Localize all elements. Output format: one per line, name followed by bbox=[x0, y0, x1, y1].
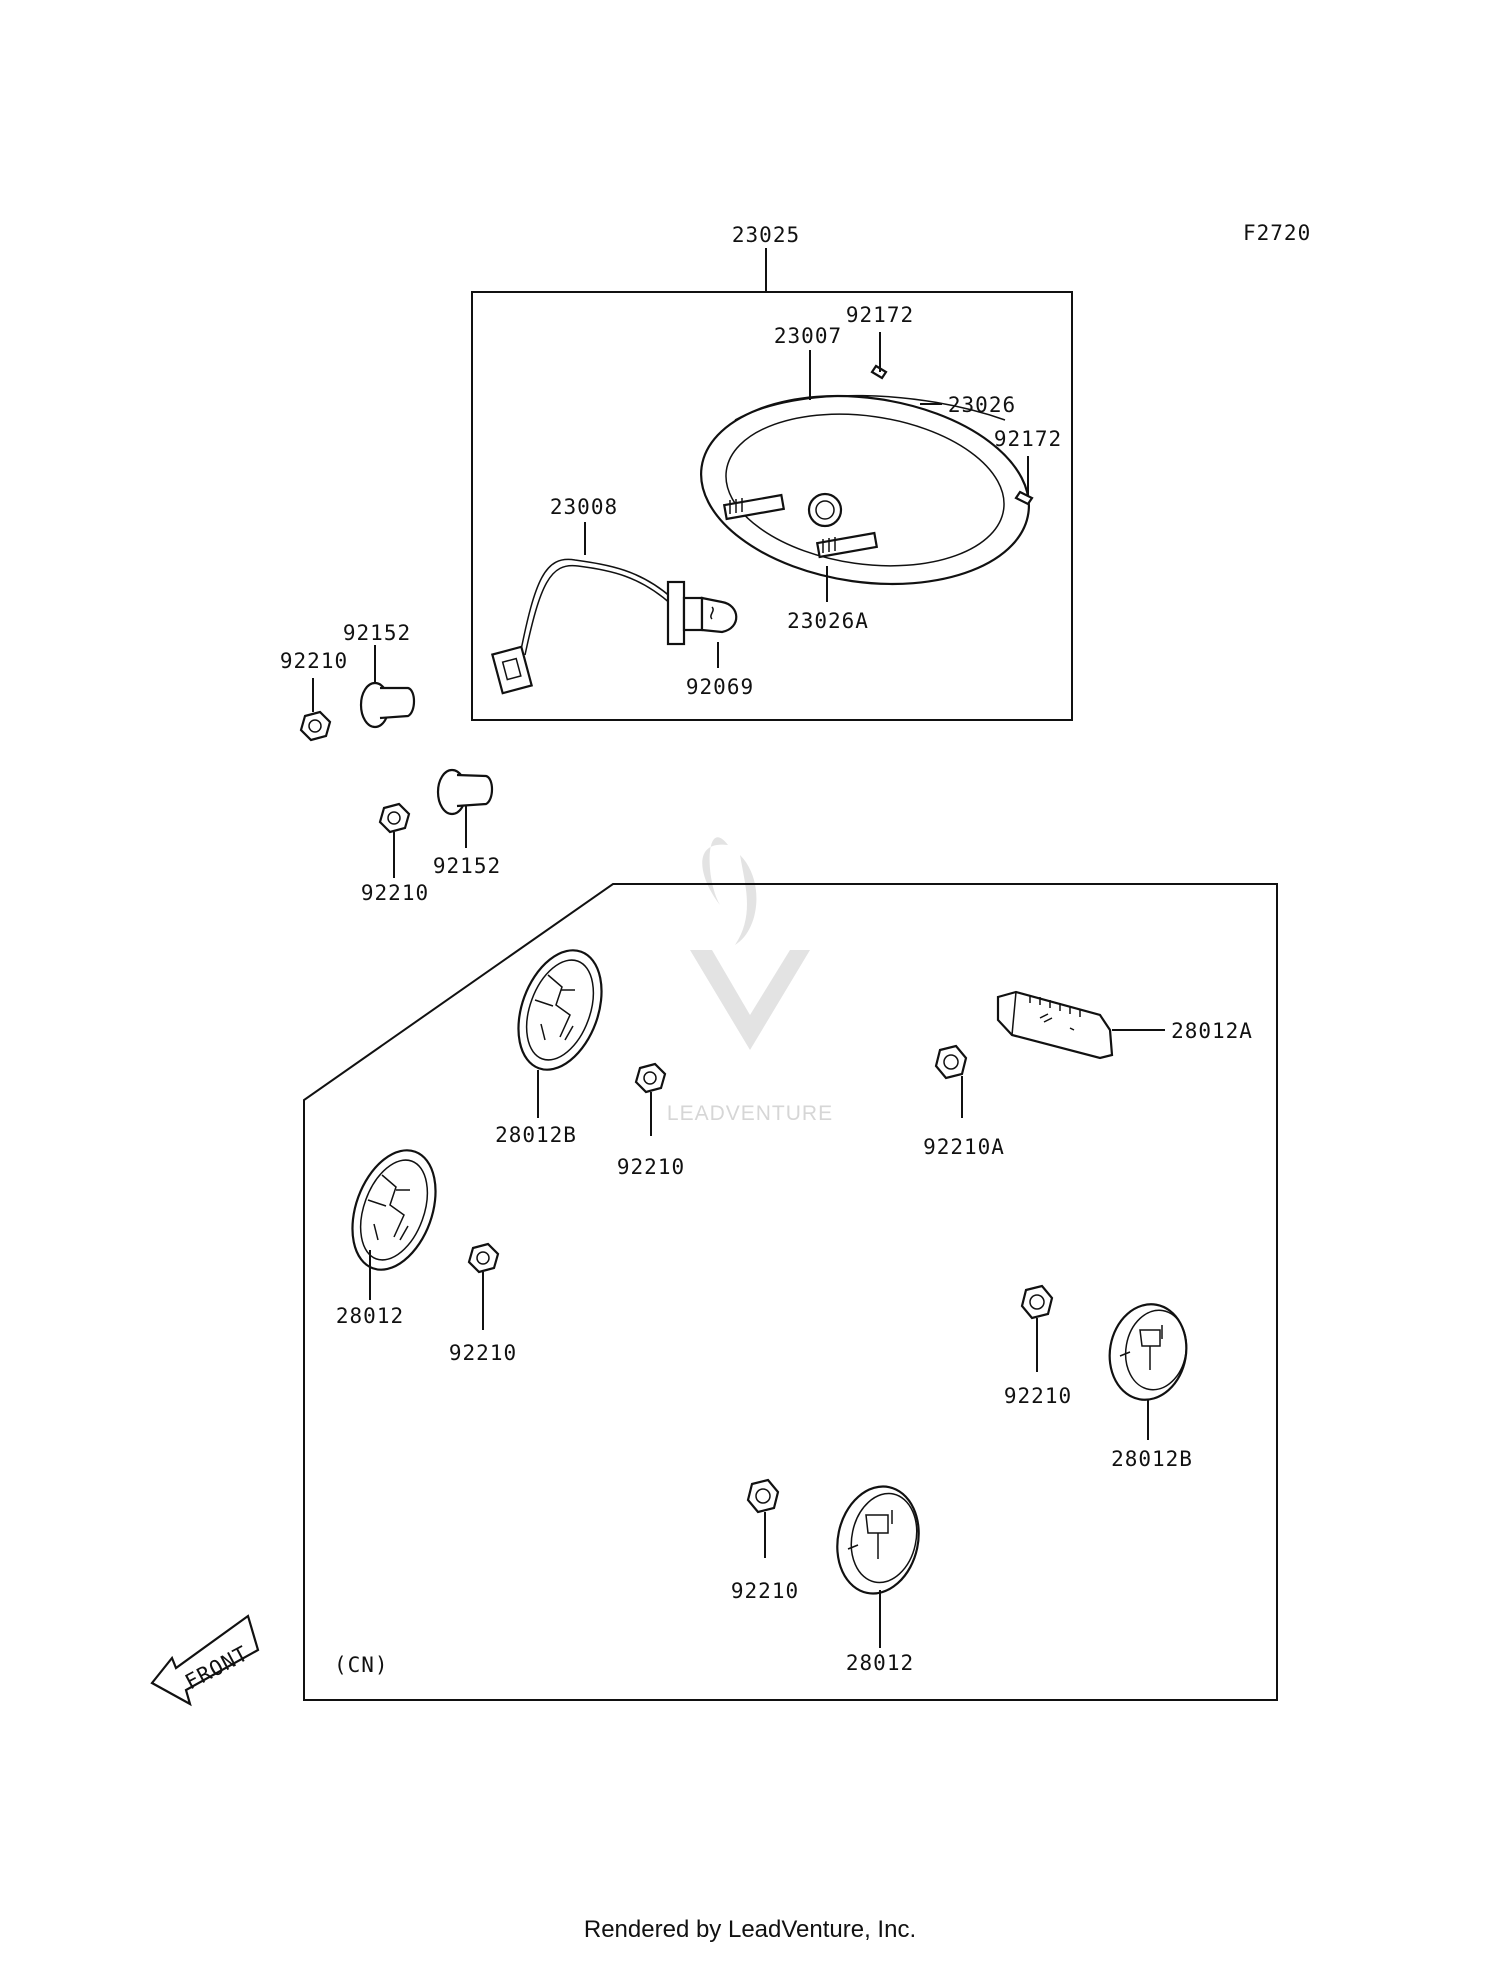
part-label-92210A[interactable]: 92210A bbox=[923, 1135, 1005, 1159]
part-label-23026[interactable]: 23026 bbox=[948, 393, 1016, 417]
part-label-92152-upper[interactable]: 92152 bbox=[343, 621, 411, 645]
part-label-92210-cn-3[interactable]: 92210 bbox=[1004, 1384, 1072, 1408]
harness-23008[interactable] bbox=[490, 558, 673, 695]
part-label-28012-left[interactable]: 28012 bbox=[336, 1304, 404, 1328]
nut-92210-cn-2[interactable] bbox=[467, 1242, 500, 1330]
part-label-92152-lower[interactable]: 92152 bbox=[433, 854, 501, 878]
nut-92210-upper[interactable] bbox=[299, 678, 332, 742]
lamp-28012-left[interactable] bbox=[337, 1139, 451, 1300]
part-label-92210-cn-2[interactable]: 92210 bbox=[449, 1341, 517, 1365]
front-arrow-icon: FRONT bbox=[150, 1614, 260, 1707]
headlight-housing[interactable] bbox=[689, 376, 1041, 604]
nut-92210-cn-1[interactable] bbox=[634, 1062, 667, 1136]
cn-region-box bbox=[303, 883, 1278, 1701]
part-label-23007[interactable]: 23007 bbox=[774, 324, 842, 348]
render-credit: Rendered by LeadVenture, Inc. bbox=[583, 1916, 917, 1943]
part-label-92172-top[interactable]: 92172 bbox=[846, 303, 914, 327]
part-label-23008[interactable]: 23008 bbox=[550, 495, 618, 519]
nut-92210-lower[interactable] bbox=[378, 802, 411, 878]
part-label-92172-right[interactable]: 92172 bbox=[994, 427, 1062, 451]
screw-92172-right[interactable] bbox=[1014, 456, 1034, 506]
part-label-92210-upper[interactable]: 92210 bbox=[280, 649, 348, 673]
part-label-92210-cn-1[interactable]: 92210 bbox=[617, 1155, 685, 1179]
part-label-92210-cn-4[interactable]: 92210 bbox=[731, 1579, 799, 1603]
part-label-23026A[interactable]: 23026A bbox=[787, 609, 869, 633]
collar-92152-lower[interactable] bbox=[436, 768, 494, 848]
part-label-28012A[interactable]: 28012A bbox=[1171, 1019, 1253, 1043]
collar-92152-upper[interactable] bbox=[359, 645, 416, 729]
headlight-assembly-box bbox=[471, 291, 1073, 721]
watermark-text: LEADVENTURE bbox=[667, 1102, 833, 1125]
part-label-92069[interactable]: 92069 bbox=[686, 675, 754, 699]
screw-92172-top[interactable] bbox=[870, 332, 888, 380]
lamp-28012-bottom[interactable] bbox=[828, 1479, 929, 1648]
part-label-28012B-right[interactable]: 28012B bbox=[1111, 1447, 1193, 1471]
part-label-28012B-left[interactable]: 28012B bbox=[495, 1123, 577, 1147]
region-note: (CN) bbox=[334, 1653, 389, 1677]
diagram-code: F2720 bbox=[1243, 221, 1311, 245]
bulb-92069[interactable] bbox=[666, 580, 738, 646]
leadventure-watermark: LEADVENTURE bbox=[667, 837, 833, 1125]
part-label-23025[interactable]: 23025 bbox=[732, 223, 800, 247]
part-label-92210-lower[interactable]: 92210 bbox=[361, 881, 429, 905]
lamp-28012B-left[interactable] bbox=[503, 939, 617, 1118]
nut-92210-cn-4[interactable] bbox=[746, 1478, 780, 1558]
lamp-28012B-right[interactable] bbox=[1102, 1298, 1194, 1440]
nut-92210A[interactable] bbox=[934, 1044, 968, 1118]
part-label-28012-bottom[interactable]: 28012 bbox=[846, 1651, 914, 1675]
lamp-28012A[interactable] bbox=[996, 990, 1165, 1060]
nut-92210-cn-3[interactable] bbox=[1020, 1284, 1054, 1372]
